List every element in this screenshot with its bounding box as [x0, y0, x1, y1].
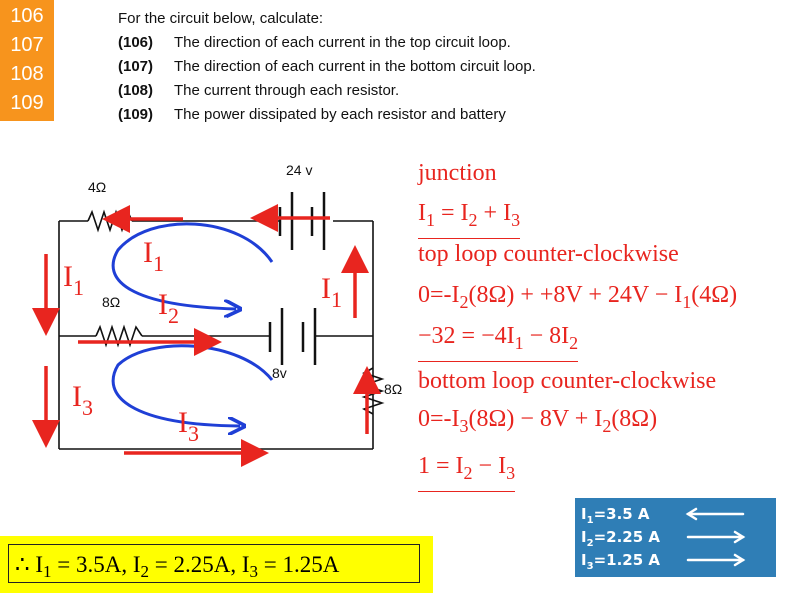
- resistor-4ohm-label: 4Ω: [88, 179, 106, 195]
- top-loop-arrow: [111, 222, 274, 309]
- resistor-8ohm-mid: [95, 324, 143, 348]
- top-loop-title: top loop counter-clockwise: [418, 241, 679, 267]
- item-number: (106): [118, 34, 154, 51]
- bottom-loop-arrow: [111, 344, 274, 426]
- circuit-wires: [58, 220, 374, 450]
- prompt-item: (106) The direction of each current in th…: [118, 33, 536, 57]
- item-text: The direction of each current in the top…: [174, 34, 511, 51]
- current-label-i1: I1: [321, 272, 342, 312]
- prompt-item: (109) The power dissipated by each resist…: [118, 105, 536, 129]
- battery-24v-label: 24 v: [286, 162, 312, 178]
- problem-number: 109: [10, 92, 44, 114]
- problem-number-badge: 106 107 108 109: [0, 0, 54, 121]
- left-arrow-icon: [685, 507, 745, 521]
- problem-number: 106: [10, 5, 44, 27]
- direction-arrows: [685, 507, 746, 567]
- item-text: The power dissipated by each resistor an…: [174, 106, 506, 123]
- circuit-diagram: 24 v 4Ω 8Ω 8v 8Ω I1 I1 I2 I1 I3 I3: [32, 162, 402, 467]
- problem-number: 108: [10, 63, 44, 85]
- resistor-4ohm: [87, 209, 133, 233]
- item-number: (108): [118, 82, 154, 99]
- battery-8v-label: 8v: [272, 365, 287, 381]
- item-number: (107): [118, 58, 154, 75]
- current-summary-row: I2=2.25 A: [581, 528, 660, 549]
- battery-8v: [268, 308, 317, 365]
- final-answer-panel: ∴ I1 = 3.5A, I2 = 2.25A, I3 = 1.25A: [0, 536, 433, 593]
- current-label-i1: I1: [143, 236, 164, 276]
- prompt-item: (108) The current through each resistor.: [118, 81, 536, 105]
- item-number: (109): [118, 106, 154, 123]
- resistor-8ohm-right-label: 8Ω: [384, 381, 402, 397]
- resistor-8ohm-mid-label: 8Ω: [102, 294, 120, 310]
- top-loop-result: −32 = −4I1 − 8I2: [418, 322, 579, 362]
- bottom-loop-result: 1 = I2 − I3: [418, 452, 516, 492]
- item-text: The current through each resistor.: [174, 82, 400, 99]
- final-answer: ∴ I1 = 3.5A, I2 = 2.25A, I3 = 1.25A: [8, 544, 420, 583]
- prompt-intro: For the circuit below, calculate:: [118, 10, 324, 27]
- battery-24v: [278, 192, 326, 250]
- current-label-i1: I1: [63, 260, 84, 300]
- current-summary-row: I3=1.25 A: [581, 551, 660, 572]
- current-label-i2: I2: [158, 288, 179, 328]
- current-label-i3: I3: [72, 380, 93, 420]
- junction-equation: I1 = I2 + I3: [418, 199, 521, 239]
- right-arrow-icon: [686, 553, 746, 567]
- top-loop-equation: 0=-I2(8Ω) + +8V + 24V − I1(4Ω): [418, 282, 738, 312]
- problem-number: 107: [10, 34, 44, 56]
- bottom-loop-title: bottom loop counter-clockwise: [418, 368, 717, 394]
- item-text: The direction of each current in the bot…: [174, 58, 536, 75]
- prompt-item: (107) The direction of each current in th…: [118, 57, 536, 81]
- current-label-i3: I3: [178, 406, 199, 446]
- bottom-loop-equation: 0=-I3(8Ω) − 8V + I2(8Ω): [418, 406, 658, 436]
- current-summary-box: I1=3.5 A I2=2.25 A I3=1.25 A: [575, 498, 776, 577]
- right-arrow-icon: [686, 530, 746, 544]
- current-summary-row: I1=3.5 A: [581, 505, 650, 526]
- junction-title: junction: [418, 160, 497, 186]
- problem-prompt: For the circuit below, calculate: (106) T…: [118, 9, 536, 129]
